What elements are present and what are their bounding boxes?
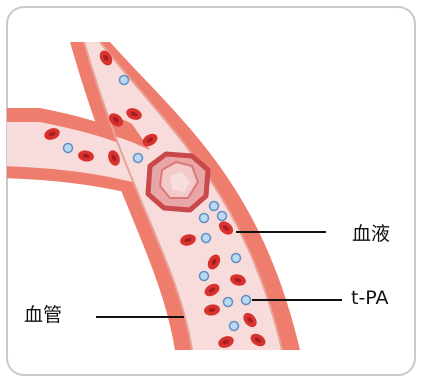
tpa-particle-icon [224,298,233,307]
tpa-particle-icon [210,202,219,211]
tpa-particle-icon [202,234,211,243]
vessel-label: 血管 [24,306,62,325]
tpa-particle-icon [200,272,209,281]
tpa-particle-icon [64,144,73,153]
tpa-particle-icon [120,76,129,85]
tpa-particle-icon [218,212,227,221]
tpa-particle-icon [200,214,209,223]
blood-clot-icon [148,154,208,210]
blood-label: 血液 [352,225,390,244]
tpa-label: t-PA [351,289,389,308]
tpa-particle-icon [232,254,241,263]
tpa-particle-icon [230,322,239,331]
tpa-particle-icon [134,154,143,163]
tpa-particle-icon [242,296,251,305]
